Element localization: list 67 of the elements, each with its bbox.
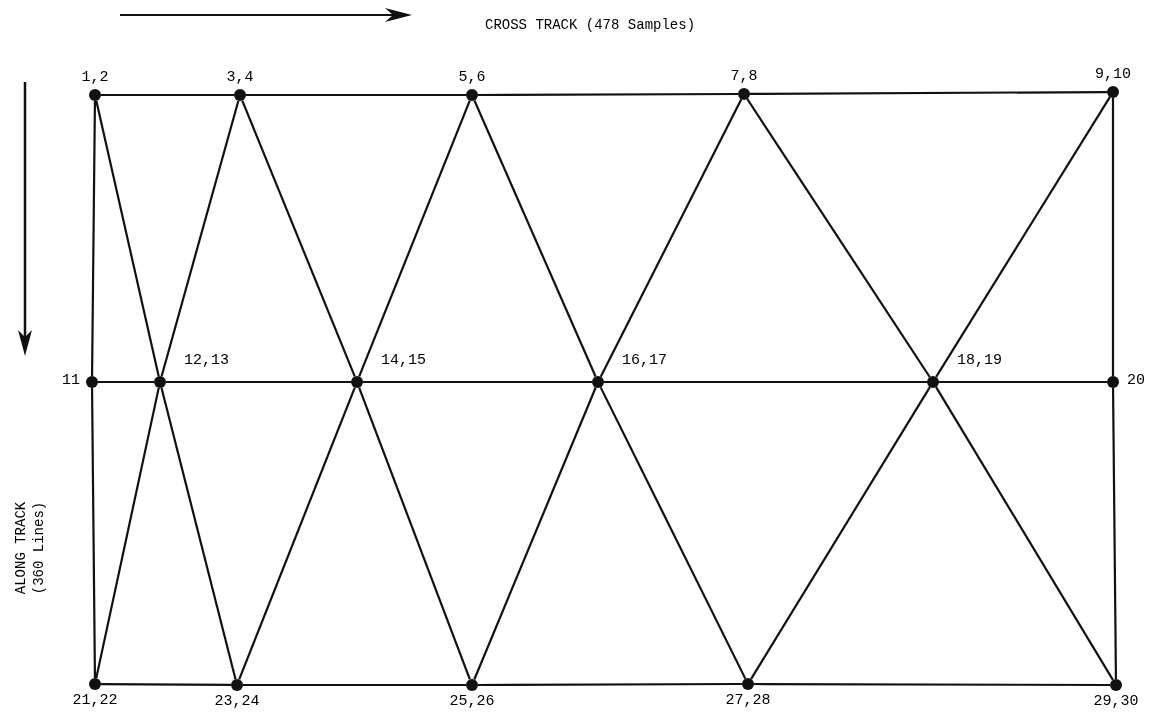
connector-line xyxy=(246,93,466,97)
point-label: 16,17 xyxy=(622,352,667,370)
connector-line xyxy=(241,100,356,377)
data-point xyxy=(466,679,478,691)
connector-line xyxy=(358,100,471,377)
data-point xyxy=(89,678,101,690)
axis-label: ALONG TRACK (360 Lines) xyxy=(12,500,48,597)
connector-line xyxy=(754,682,1110,687)
connector-line xyxy=(95,387,160,679)
connector-line xyxy=(90,388,97,678)
data-point xyxy=(86,376,98,388)
connector-line xyxy=(101,682,231,687)
data-point xyxy=(351,376,363,388)
connector-line xyxy=(599,98,743,378)
data-point xyxy=(742,678,754,690)
point-label: 23,24 xyxy=(214,693,260,711)
connector-line xyxy=(363,380,592,384)
point-label: 12,13 xyxy=(184,352,229,370)
data-point xyxy=(234,89,246,101)
data-point xyxy=(1107,86,1119,98)
connector-line xyxy=(935,96,1111,378)
point-label: 20 xyxy=(1127,372,1145,390)
connector-line xyxy=(90,101,97,376)
data-point xyxy=(466,89,478,101)
connector-line xyxy=(1111,98,1115,376)
connector-line xyxy=(160,387,237,680)
point-label: 21,22 xyxy=(72,692,118,710)
point-label: 7,8 xyxy=(730,68,758,86)
point-label: 5,6 xyxy=(458,69,486,87)
connector-line xyxy=(750,90,1107,96)
data-point xyxy=(738,88,750,100)
connector-line xyxy=(604,380,927,384)
connector-line xyxy=(238,387,356,680)
connector-line xyxy=(935,386,1114,681)
connector-line xyxy=(478,92,738,97)
connector-line xyxy=(95,100,160,377)
axis-label: CROSS TRACK (478 Samples) xyxy=(485,16,696,34)
connector-line xyxy=(750,386,931,680)
connector-line xyxy=(98,380,154,384)
data-point xyxy=(231,679,243,691)
connector-line xyxy=(478,682,742,687)
point-label: 9,10 xyxy=(1095,66,1131,84)
connector-line xyxy=(101,93,234,97)
point-label: 14,15 xyxy=(381,352,426,370)
connector-line xyxy=(939,380,1107,384)
connector-line xyxy=(473,387,597,680)
data-point xyxy=(1107,376,1119,388)
point-label: 18,19 xyxy=(957,352,1002,370)
connector-line xyxy=(160,100,240,377)
data-point xyxy=(154,376,166,388)
point-label: 11 xyxy=(62,372,80,390)
connector-line xyxy=(243,683,466,687)
data-point xyxy=(927,376,939,388)
point-label: 27,28 xyxy=(725,692,771,710)
point-label: 29,30 xyxy=(1093,693,1139,711)
point-label: 3,4 xyxy=(226,69,254,87)
data-point xyxy=(89,89,101,101)
point-label: 1,2 xyxy=(81,69,109,87)
connector-line xyxy=(166,380,351,384)
connector-line xyxy=(1111,388,1118,679)
connector-line xyxy=(473,100,597,377)
connector-line xyxy=(599,386,747,680)
connector-line xyxy=(746,98,931,378)
data-point xyxy=(592,376,604,388)
point-label: 25,26 xyxy=(449,693,495,711)
data-point xyxy=(1110,679,1122,691)
connector-line xyxy=(358,387,471,680)
